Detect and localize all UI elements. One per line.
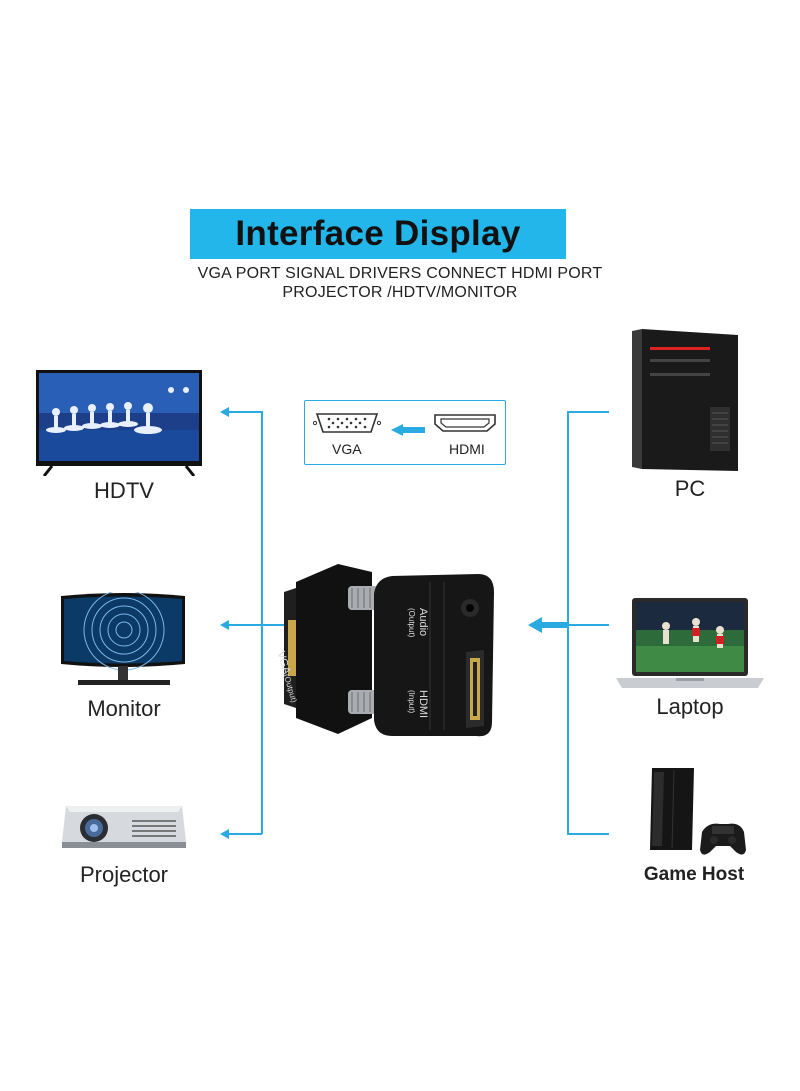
projector-icon [62, 806, 186, 848]
pc-tower-icon [632, 329, 738, 471]
adapter-hdmi-label: HDMI(Input) [407, 690, 429, 719]
label-monitor: Monitor [87, 696, 161, 721]
monitor-icon [61, 592, 185, 685]
legend-hdmi-label: HDMI [449, 441, 485, 457]
tv-icon [36, 370, 202, 476]
adapter-icon [284, 564, 494, 737]
title-banner: Interface Display [190, 209, 566, 259]
game-console-icon [650, 768, 746, 855]
label-pc: PC [674, 476, 706, 501]
port-legend: VGA HDMI [304, 400, 506, 465]
subtitle-line-2: PROJECTOR /HDTV/MONITOR [282, 284, 518, 301]
label-game-host: Game Host [643, 864, 745, 885]
adapter-audio-label: Audio(Output) [407, 608, 429, 638]
laptop-icon [616, 598, 764, 688]
subtitle-line-1: VGA PORT SIGNAL DRIVERS CONNECT HDMI POR… [197, 265, 603, 282]
label-hdtv: HDTV [94, 478, 154, 503]
arrow-left-icon [391, 424, 425, 436]
vga-port-icon [313, 413, 381, 433]
hdmi-port-icon [434, 414, 496, 432]
label-laptop: Laptop [656, 694, 724, 719]
label-projector: Projector [79, 862, 169, 887]
page-title: Interface Display [235, 214, 521, 253]
legend-vga-label: VGA [332, 441, 362, 457]
